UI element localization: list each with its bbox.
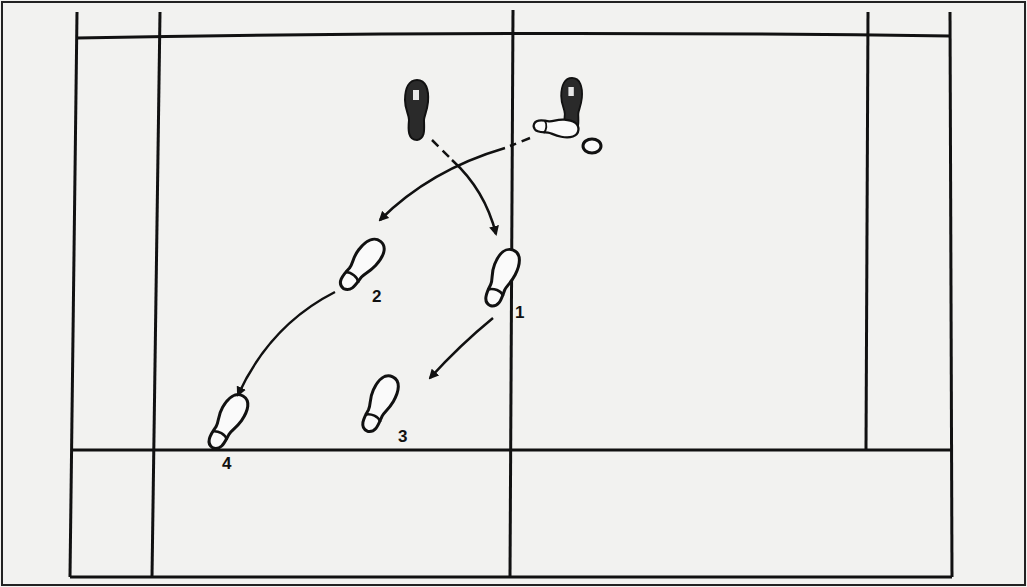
step-number: 4 — [222, 455, 231, 472]
step-number: 1 — [515, 304, 524, 321]
step-number: 3 — [398, 428, 407, 445]
step-number: 2 — [372, 288, 381, 305]
footprints — [203, 78, 601, 454]
court-lines — [70, 10, 952, 577]
movement-arrows — [238, 138, 530, 395]
